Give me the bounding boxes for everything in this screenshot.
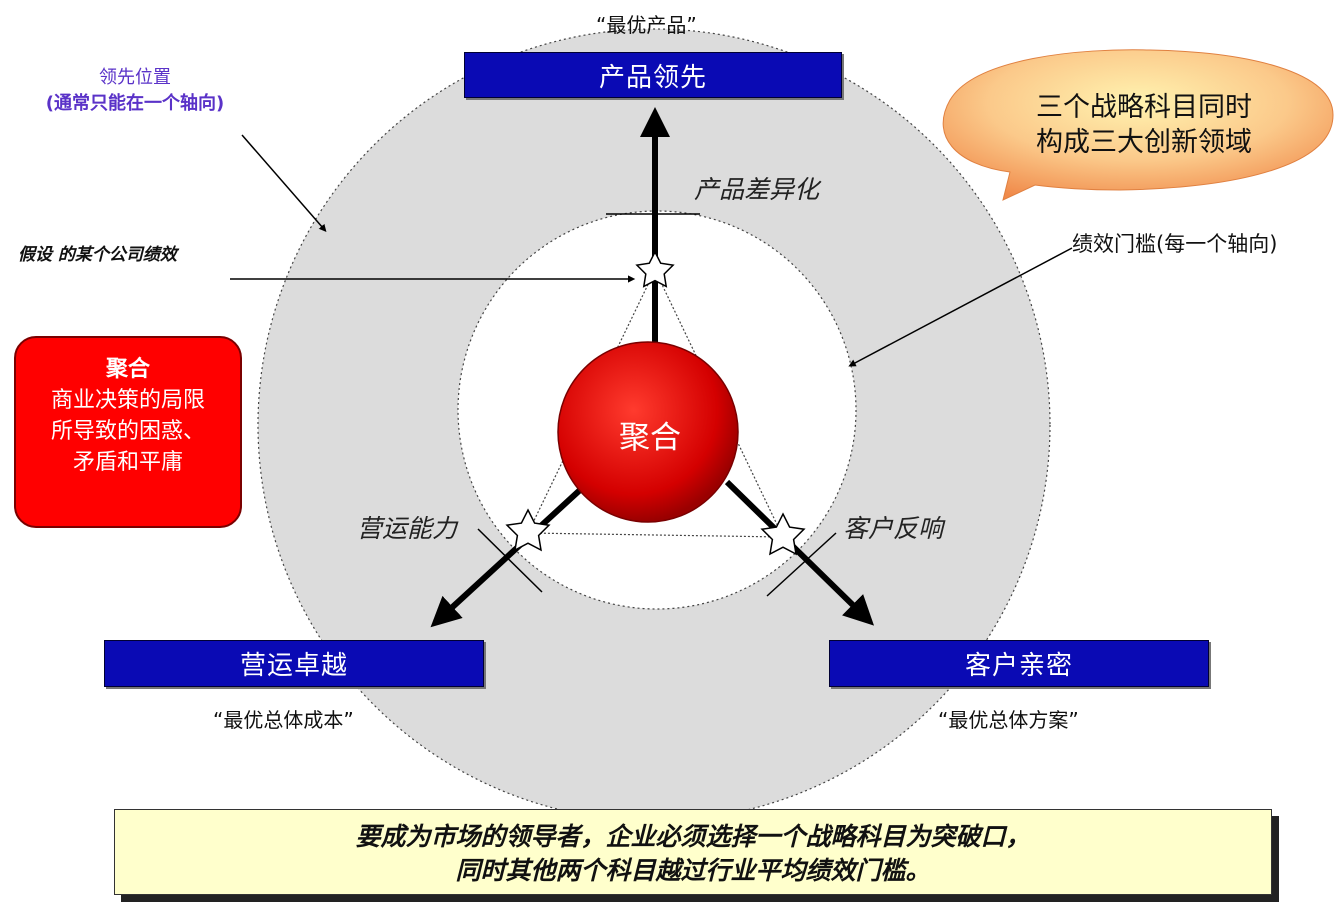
pointer-lead-note [241, 134, 327, 232]
label-product-differentiation: 产品差异化 [694, 175, 820, 204]
banner-line1: 要成为市场的领导者，企业必须选择一个战略科目为突破口， [355, 822, 1031, 851]
operations-quote: “最优总体成本” [213, 708, 354, 732]
hypothesis-note: 假设 的某个公司绩效 [18, 245, 177, 265]
banner-line2: 同时其他两个科目越过行业平均绩效门槛。 [455, 856, 931, 885]
star-customer [760, 512, 806, 556]
axis-box-product: 产品领先 [464, 52, 842, 98]
leadership-note-line1: 领先位置 [99, 67, 171, 88]
label-operations-capability: 营运能力 [357, 514, 458, 543]
threshold-tick-customer [766, 532, 837, 597]
arrow-operations [430, 487, 583, 628]
star-operations [505, 508, 551, 552]
bubble-text: 三个战略科目同时 构成三大创新领域 [955, 90, 1333, 160]
axis-box-operations: 营运卓越 [104, 640, 484, 687]
convergence-callout-line: 所导致的困惑、 [50, 419, 205, 444]
convergence-callout-line: 商业决策的局限 [50, 388, 205, 413]
axis-box-customer: 客户亲密 [829, 640, 1209, 687]
convergence-callout-line: 矛盾和平庸 [72, 450, 183, 475]
label-customer-response: 客户反响 [843, 514, 944, 543]
bubble-line1: 三个战略科目同时 [1036, 92, 1252, 123]
star-product [635, 250, 675, 288]
leadership-note-line2: (通常只能在一个轴向) [45, 93, 225, 114]
top-quote: “最优产品” [596, 13, 697, 37]
convergence-callout: 聚合 商业决策的局限 所导致的困惑、 矛盾和平庸 [14, 336, 242, 528]
threshold-tick-operations [477, 528, 543, 593]
customer-quote: “最优总体方案” [938, 708, 1079, 732]
bubble-line2: 构成三大创新领域 [1036, 127, 1252, 158]
threshold-note: 绩效门槛(每一个轴向) [1072, 232, 1278, 256]
convergence-sphere [557, 341, 739, 523]
center-label: 聚合 [619, 420, 681, 456]
pointer-threshold [848, 247, 1073, 367]
speech-bubble [942, 49, 1334, 201]
convergence-callout-title: 聚合 [105, 357, 150, 382]
leadership-note: 领先位置 (通常只能在一个轴向) [30, 65, 240, 117]
conclusion-banner: 要成为市场的领导者，企业必须选择一个战略科目为突破口， 同时其他两个科目越过行业… [114, 809, 1272, 895]
